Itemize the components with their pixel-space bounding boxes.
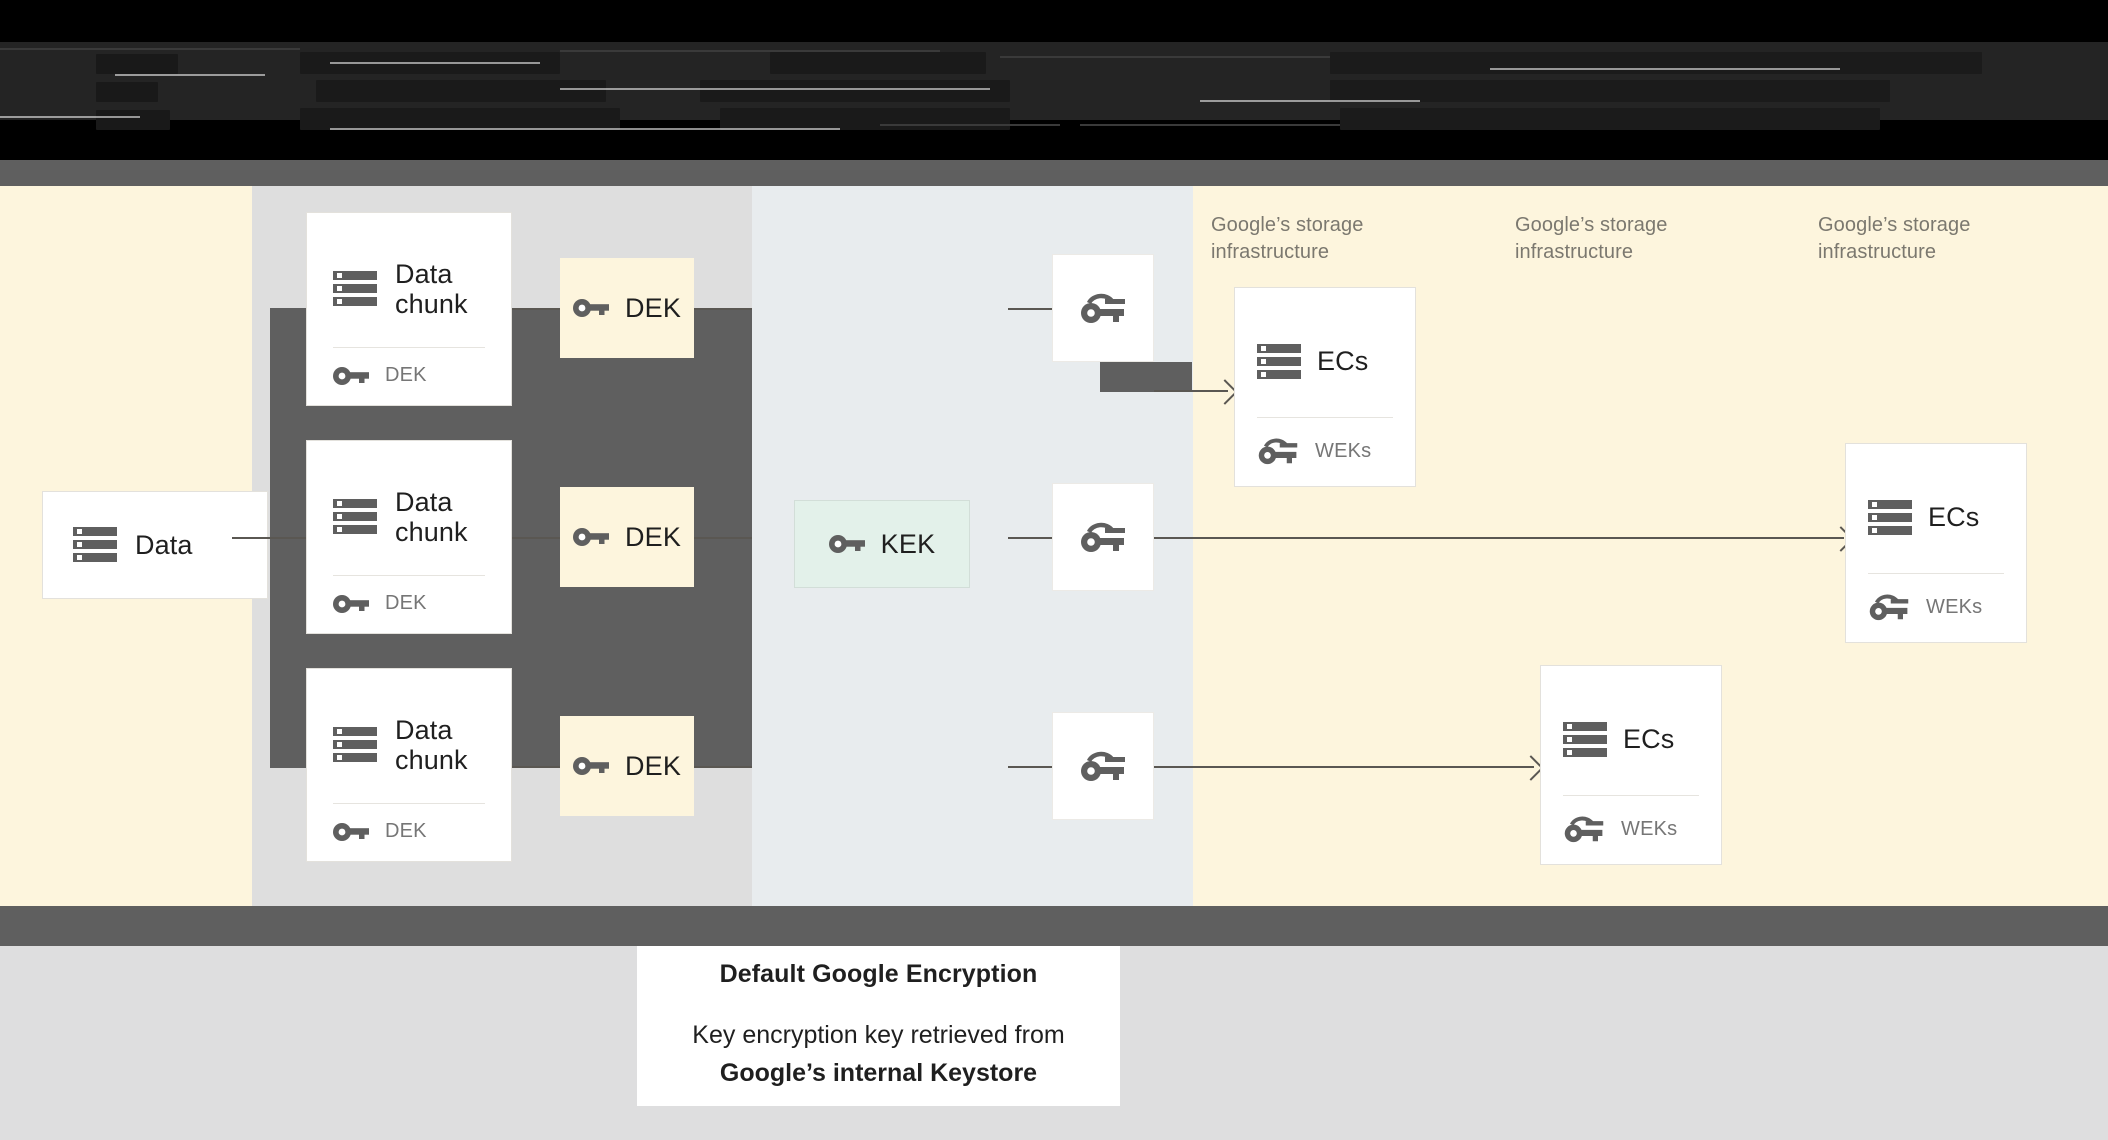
connector-kek-to-wrap2 [1008, 537, 1052, 539]
card-ecs-3-head: ECs [1846, 444, 2026, 565]
connector-data-to-bus [232, 537, 320, 539]
card-divider [333, 803, 485, 804]
wrapped-key-box-1[interactable] [1052, 254, 1154, 362]
card-ecs-2-title: ECs [1623, 724, 1675, 755]
arrow-line-middle [1154, 537, 1844, 539]
wrapped-key-box-2[interactable] [1052, 483, 1154, 591]
card-data-source-title: Data [135, 529, 193, 560]
card-divider [1563, 795, 1699, 796]
storage-icon [73, 527, 117, 563]
wrapped-key-icon [1081, 293, 1125, 323]
caption-title: Default Google Encryption [719, 960, 1038, 988]
card-ecs-1-head: ECs [1235, 288, 1415, 409]
storage-icon [333, 499, 377, 535]
connector-chunk2-dek2 [512, 537, 560, 539]
card-ecs-1-title: ECs [1317, 346, 1369, 377]
infra-label-2: Google’s storage infrastructure [1515, 214, 1668, 263]
card-data-chunk-1-key-label: DEK [385, 364, 427, 386]
card-divider [333, 347, 485, 348]
card-data-chunk-2-key-label: DEK [385, 592, 427, 614]
card-ecs-1[interactable]: ECs WEKs [1234, 287, 1416, 487]
card-data-source[interactable]: Data [42, 491, 268, 599]
card-ecs-1-key: WEKs [1235, 418, 1415, 486]
card-ecs-2[interactable]: ECs WEKs [1540, 665, 1722, 865]
card-ecs-3-key: WEKs [1846, 574, 2026, 642]
wrapped-key-icon [1081, 522, 1125, 552]
wrapped-key-box-3[interactable] [1052, 712, 1154, 820]
caption-body-line1: Key encryption key retrieved from [692, 1021, 1065, 1049]
connector-dek3-out [694, 766, 752, 768]
infra-label-3: Google’s storage infrastructure [1818, 214, 1971, 263]
card-ecs-3-key-label: WEKs [1926, 595, 1983, 618]
connector-kek-to-wrap1 [1008, 308, 1052, 310]
card-data-chunk-2-key: DEK [307, 576, 511, 633]
kek-box-label: KEK [880, 528, 936, 559]
key-icon [828, 535, 865, 553]
key-icon [572, 299, 609, 317]
card-divider [1868, 573, 2004, 574]
wrapped-key-icon [1869, 594, 1909, 621]
dek-box-1-label: DEK [624, 292, 682, 323]
storage-icon [1868, 499, 1912, 536]
connector-dek1-out [694, 308, 752, 310]
dek-box-3[interactable]: DEK [560, 716, 694, 816]
key-icon [333, 822, 369, 841]
dek-box-2-label: DEK [624, 521, 682, 552]
caption-body-line2: Google’s internal Keystore [719, 1058, 1038, 1087]
card-ecs-3-title: ECs [1928, 502, 1980, 533]
card-ecs-2-head: ECs [1541, 666, 1721, 787]
caption-box: Default Google Encryption Key encryption… [637, 946, 1120, 1106]
key-icon [572, 757, 609, 775]
redaction-arrow-top [1100, 362, 1192, 392]
dek-box-2[interactable]: DEK [560, 487, 694, 587]
card-data-chunk-3-key: DEK [307, 804, 511, 861]
arrow-line-bottom [1154, 766, 1534, 768]
card-ecs-1-key-label: WEKs [1315, 439, 1372, 462]
key-icon [333, 366, 369, 385]
storage-icon [1563, 721, 1607, 758]
obscured-header-band [0, 0, 2108, 160]
connector-kek-to-wrap3 [1008, 766, 1052, 768]
card-data-chunk-3-key-label: DEK [385, 820, 427, 842]
card-data-source-body: Data [43, 492, 267, 598]
key-icon [333, 594, 369, 613]
storage-icon [333, 727, 377, 763]
wrapped-key-icon [1258, 438, 1298, 465]
card-divider [1257, 417, 1393, 418]
kek-box[interactable]: KEK [794, 500, 970, 588]
card-ecs-3[interactable]: ECs WEKs [1845, 443, 2027, 643]
dek-box-1[interactable]: DEK [560, 258, 694, 358]
connector-chunk1-dek1 [512, 308, 560, 310]
frame-band-top [0, 160, 2108, 186]
card-divider [333, 575, 485, 576]
infra-label-1: Google’s storage infrastructure [1211, 214, 1364, 263]
caption-body: Key encryption key retrieved from Google… [692, 1017, 1064, 1092]
connector-chunk3-dek3 [512, 766, 560, 768]
redaction-footer-notch [752, 906, 1072, 918]
storage-icon [333, 271, 377, 307]
key-icon [572, 528, 609, 546]
card-data-chunk-1-key: DEK [307, 348, 511, 405]
wrapped-key-icon [1081, 751, 1125, 781]
connector-dek2-out [694, 537, 752, 539]
storage-icon [1257, 343, 1301, 380]
wrapped-key-icon [1564, 816, 1604, 843]
arrow-line-top [1154, 390, 1228, 392]
card-ecs-2-key-label: WEKs [1621, 817, 1678, 840]
dek-box-3-label: DEK [624, 750, 682, 781]
card-ecs-2-key: WEKs [1541, 796, 1721, 864]
